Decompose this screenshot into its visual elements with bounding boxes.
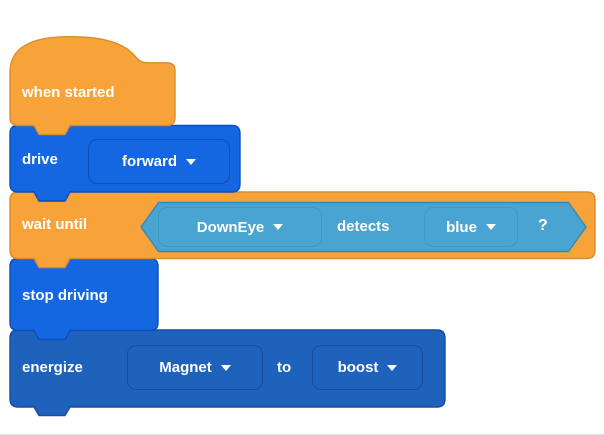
when-started-hat-shape[interactable] — [9, 35, 176, 136]
drive-direction-dropdown[interactable]: forward — [88, 139, 230, 184]
dropdown-arrow-icon — [387, 364, 398, 371]
dropdown-arrow-icon — [273, 224, 284, 230]
dropdown-arrow-icon — [186, 158, 196, 165]
color-dropdown[interactable]: blue — [424, 207, 518, 247]
stop-driving-block-shape[interactable] — [9, 257, 159, 341]
sensor-value: DownEye — [196, 218, 265, 236]
dropdown-arrow-icon — [220, 364, 231, 371]
magnet-mode-dropdown[interactable]: boost — [312, 345, 423, 390]
sensor-dropdown[interactable]: DownEye — [158, 207, 322, 247]
magnet-device-dropdown[interactable]: Magnet — [127, 345, 263, 390]
drive-direction-value: forward — [121, 153, 177, 170]
dropdown-arrow-icon — [485, 224, 496, 230]
magnet-device-value: Magnet — [159, 359, 212, 376]
magnet-mode-value: boost — [337, 359, 379, 376]
color-value: blue — [446, 218, 477, 236]
